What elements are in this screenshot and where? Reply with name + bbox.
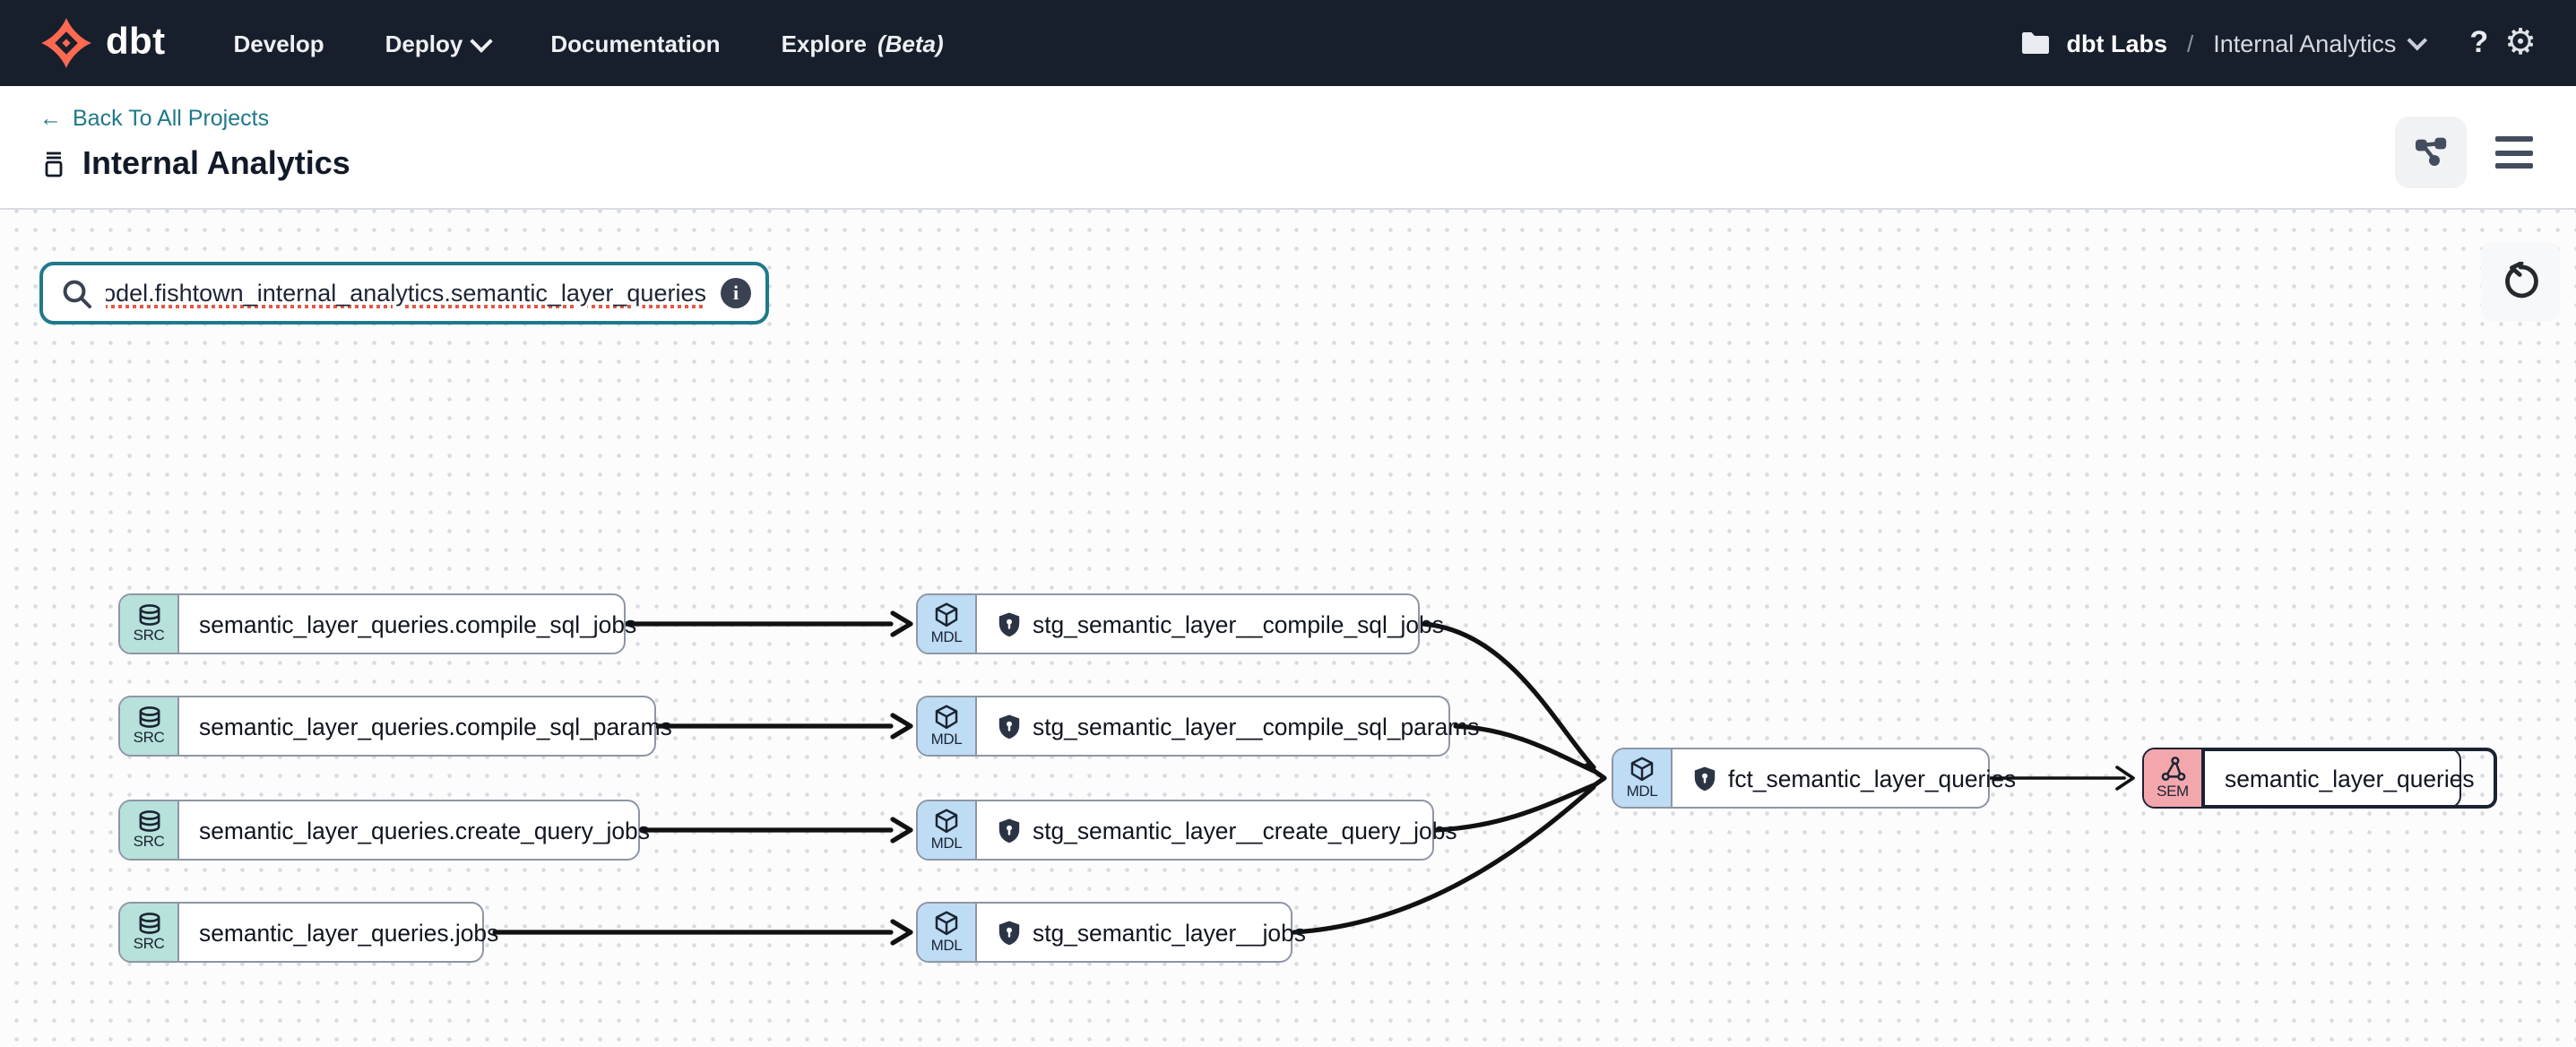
mdl-badge: MDL: [918, 904, 977, 961]
reset-icon: [2505, 262, 2538, 299]
lineage-view-button[interactable]: [2395, 117, 2467, 188]
dbt-logo-icon: [41, 18, 91, 68]
node-src-compile-sql-jobs[interactable]: SRC semantic_layer_queries.compile_sql_j…: [118, 593, 636, 654]
reset-view-button[interactable]: [2481, 242, 2560, 321]
project-icon: [45, 151, 63, 177]
settings-gear-icon[interactable]: ⚙: [2504, 23, 2537, 63]
node-label: semantic_layer_queries.create_query_jobs: [199, 817, 650, 844]
node-stg-compile-sql-jobs[interactable]: MDL stg_semantic_layer__compile_sql_jobs: [916, 593, 1444, 654]
node-label: stg_semantic_layer__create_query_jobs: [1033, 817, 1457, 844]
breadcrumb-project-selector[interactable]: Internal Analytics: [2213, 30, 2427, 56]
help-button[interactable]: ?: [2469, 25, 2489, 59]
node-stg-compile-sql-params[interactable]: MDL stg_semantic_layer__compile_sql_para…: [916, 696, 1479, 757]
node-label: stg_semantic_layer__compile_sql_params: [1033, 713, 1480, 740]
node-stg-create-query-jobs[interactable]: MDL stg_semantic_layer__create_query_job…: [916, 800, 1457, 861]
nav-item-documentation[interactable]: Documentation: [550, 30, 721, 56]
page-title: Internal Analytics: [82, 145, 350, 181]
folder-icon: [2021, 32, 2049, 54]
cube-icon: [935, 603, 958, 627]
lineage-edges: [492, 610, 2135, 946]
brand-text: dbt: [106, 22, 166, 63]
nav-item-develop[interactable]: Develop: [233, 30, 324, 56]
page-header: ← Back To All Projects Internal Analytic…: [0, 86, 2576, 210]
node-label: semantic_layer_queries.compile_sql_param…: [199, 713, 672, 740]
back-arrow-icon: ←: [39, 106, 62, 131]
src-badge: SRC: [120, 697, 179, 755]
database-icon: [138, 604, 160, 627]
info-icon[interactable]: i: [721, 278, 751, 308]
node-label: semantic_layer_queries.compile_sql_jobs: [199, 610, 637, 637]
src-badge: SRC: [120, 801, 179, 859]
breadcrumb-separator: /: [2186, 30, 2194, 56]
node-label: semantic_layer_queries: [2225, 765, 2475, 792]
node-fct-semantic-layer-queries[interactable]: MDL fct_semantic_layer_queries: [1612, 748, 2016, 809]
node-src-create-query-jobs[interactable]: SRC semantic_layer_queries.create_query_…: [118, 800, 650, 861]
node-src-jobs[interactable]: SRC semantic_layer_queries.jobs: [118, 902, 498, 963]
shield-icon: [998, 611, 1020, 636]
sem-badge: SEM: [2144, 749, 2203, 807]
node-label: stg_semantic_layer__jobs: [1033, 919, 1306, 946]
mdl-badge: MDL: [1613, 749, 1673, 807]
top-nav: dbt Develop Deploy Documentation Explore…: [0, 0, 2576, 86]
mdl-badge: MDL: [918, 595, 977, 653]
node-label: fct_semantic_layer_queries: [1728, 765, 2017, 792]
nav-item-explore[interactable]: Explore(Beta): [781, 30, 944, 56]
dbt-logo[interactable]: dbt: [39, 16, 166, 70]
chevron-down-icon: [2406, 30, 2427, 51]
node-label: semantic_layer_queries.jobs: [199, 919, 499, 946]
semantic-model-icon: [2160, 757, 2185, 782]
src-badge: SRC: [120, 595, 179, 653]
node-sem-semantic-layer-queries[interactable]: SEM semantic_layer_queries: [2142, 748, 2498, 809]
mdl-badge: MDL: [918, 801, 977, 859]
lineage-canvas[interactable]: odel.fishtown_internal_analytics.semanti…: [0, 210, 2576, 1047]
nav-item-deploy[interactable]: Deploy: [385, 29, 494, 56]
mdl-badge: MDL: [918, 697, 977, 755]
back-to-projects-link[interactable]: ← Back To All Projects: [39, 106, 270, 131]
src-badge: SRC: [120, 904, 179, 961]
breadcrumb-account[interactable]: dbt Labs: [2066, 30, 2167, 56]
node-stg-jobs[interactable]: MDL stg_semantic_layer__jobs: [916, 902, 1306, 963]
node-src-compile-sql-params[interactable]: SRC semantic_layer_queries.compile_sql_p…: [118, 696, 672, 757]
search-icon: [63, 279, 91, 307]
menu-button[interactable]: [2492, 125, 2537, 179]
lineage-icon: [2416, 137, 2447, 166]
search-input[interactable]: odel.fishtown_internal_analytics.semanti…: [106, 279, 706, 306]
lineage-search-box: odel.fishtown_internal_analytics.semanti…: [39, 262, 769, 324]
chevron-down-icon: [470, 29, 494, 52]
node-label: stg_semantic_layer__compile_sql_jobs: [1033, 610, 1444, 637]
